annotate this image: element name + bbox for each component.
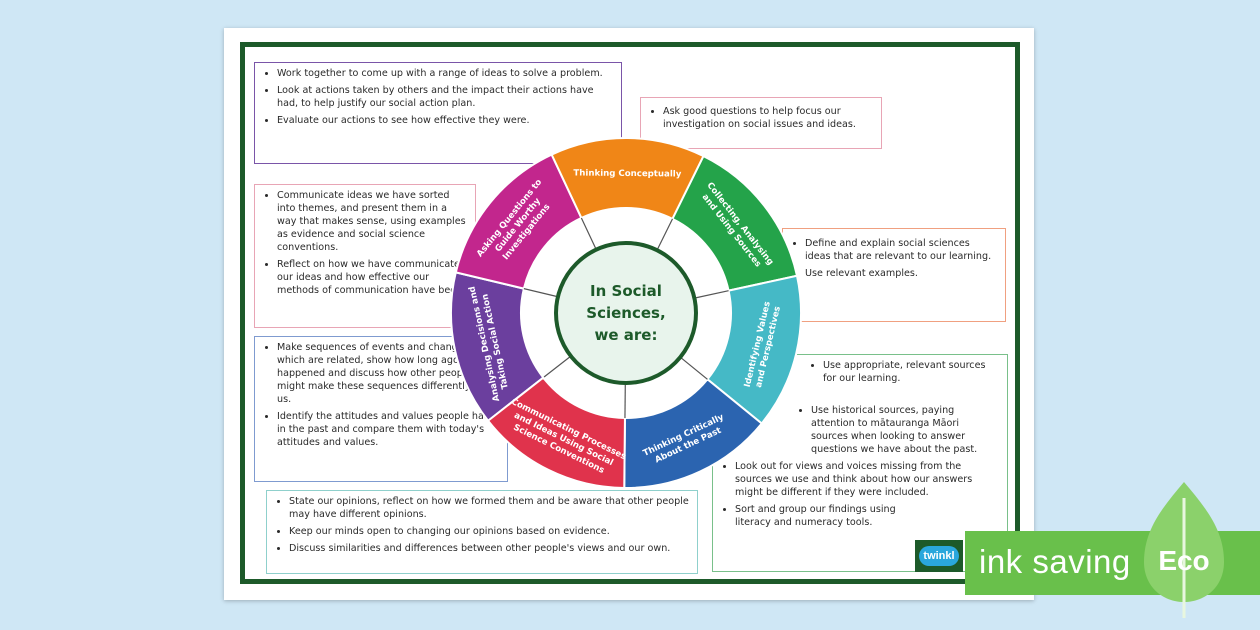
box-asking-questions: Ask good questions to help focus our inv… xyxy=(640,97,882,149)
bullet: Use historical sources, paying attention… xyxy=(811,404,997,456)
segment-label: Thinking Conceptually xyxy=(573,168,681,179)
twinkl-logo: twinkl xyxy=(915,540,963,572)
box-thinking-conceptually: Define and explain social sciences ideas… xyxy=(782,228,1006,322)
poster-frame xyxy=(240,42,1020,584)
box-identifying-values: State our opinions, reflect on how we fo… xyxy=(266,490,698,574)
wheel-spoke xyxy=(542,355,572,379)
bullet: Make sequences of events and changes whi… xyxy=(277,341,499,406)
box-communicating: Communicate ideas we have sorted into th… xyxy=(254,184,476,328)
bullet: Use appropriate, relevant sources for ou… xyxy=(823,359,999,385)
eco-leaf-icon: Eco xyxy=(1144,482,1224,618)
bullet: Discuss similarities and differences bet… xyxy=(289,542,689,555)
bullet: Reflect on how we have communicated our … xyxy=(277,258,467,297)
bullet: State our opinions, reflect on how we fo… xyxy=(289,495,689,521)
segment-label-line: Thinking Conceptually xyxy=(573,168,681,179)
wheel-spoke xyxy=(694,290,729,299)
center-line-3: we are: xyxy=(595,326,658,344)
box-collecting-sources-rest: Use historical sources, paying attention… xyxy=(713,400,1005,568)
bullet: Look out for views and voices missing fr… xyxy=(735,460,997,499)
wheel-segment xyxy=(486,376,626,490)
bullet: Define and explain social sciences ideas… xyxy=(805,237,997,263)
center-circle xyxy=(554,241,698,385)
bullet: Ask good questions to help focus our inv… xyxy=(663,105,873,131)
wheel-spoke xyxy=(580,217,597,250)
box-thinking-critically: Make sequences of events and changes whi… xyxy=(254,336,508,482)
twinkl-logo-text: twinkl xyxy=(919,546,959,566)
center-line-2: Sciences, xyxy=(586,304,665,322)
wheel-spoke xyxy=(679,356,708,380)
box-analysing-decisions: Work together to come up with a range of… xyxy=(254,62,622,164)
bullet: Evaluate our actions to see how effectiv… xyxy=(277,114,613,127)
wheel-spoke xyxy=(656,218,674,251)
bullet: Look at actions taken by others and the … xyxy=(277,84,613,110)
bullet: Use relevant examples. xyxy=(805,267,997,280)
wheel-spoke xyxy=(523,288,559,298)
bullet: Sort and group our findings using litera… xyxy=(735,503,901,529)
eco-label: Eco xyxy=(1158,545,1209,576)
center-line-1: In Social xyxy=(590,282,662,300)
bullet: Keep our minds open to changing our opin… xyxy=(289,525,689,538)
ink-saving-label: ink saving xyxy=(979,543,1131,580)
bullet: Identify the attitudes and values people… xyxy=(277,410,499,449)
bullet: Communicate ideas we have sorted into th… xyxy=(277,189,467,254)
bullet: Work together to come up with a range of… xyxy=(277,67,613,80)
